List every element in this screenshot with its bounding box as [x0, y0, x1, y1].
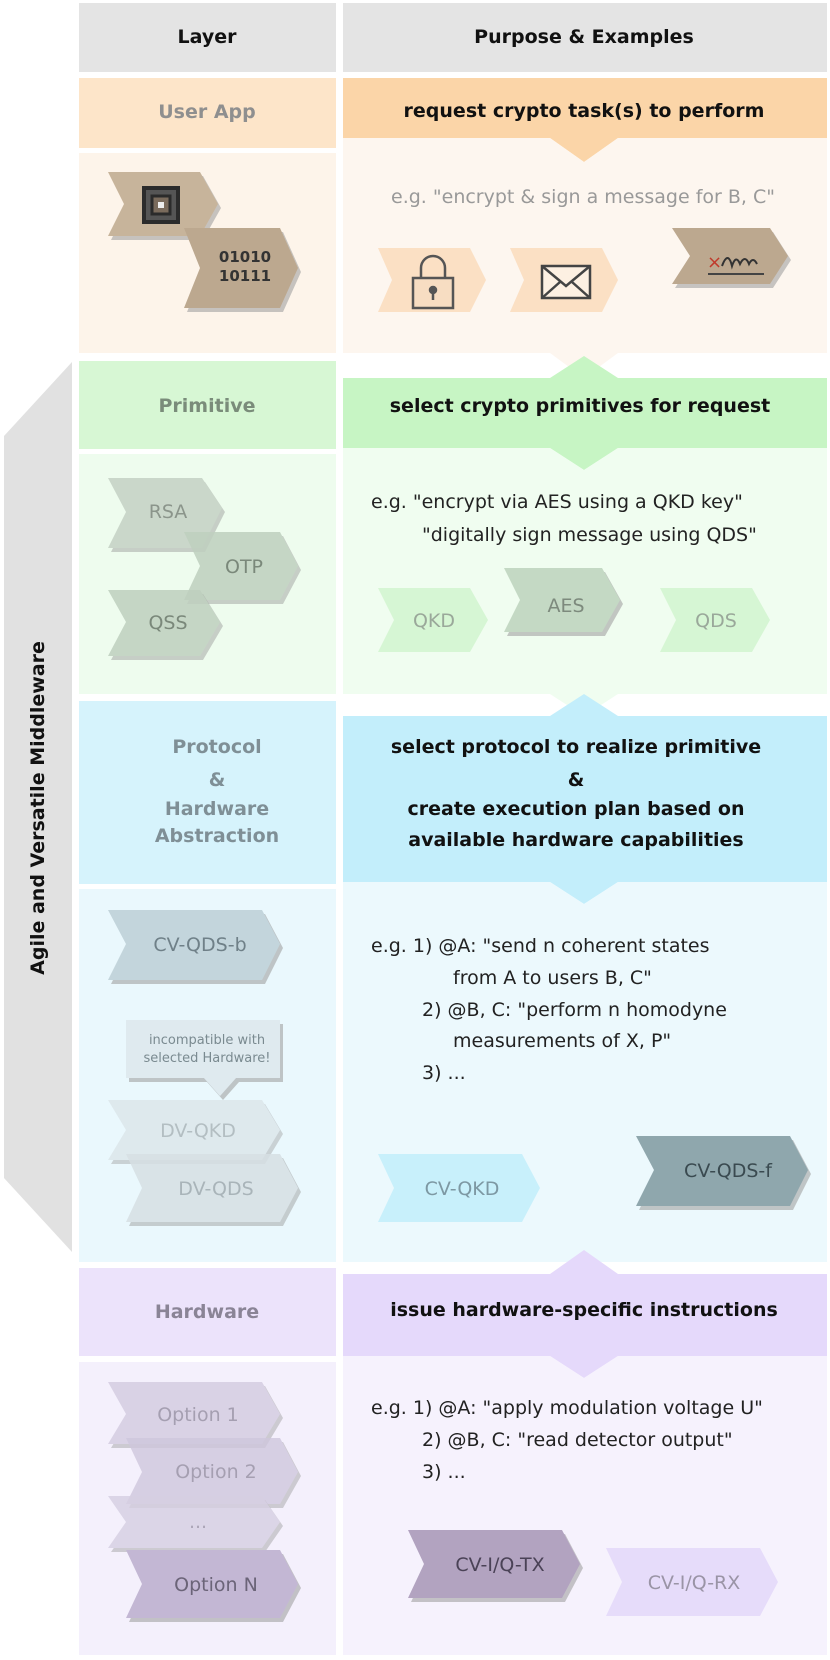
svg-text:×: × [707, 252, 722, 273]
binary-line-2: 10111 [219, 267, 271, 285]
hardware-example-3: 3) ... [422, 1461, 466, 1483]
primitive-layer-name: Primitive [159, 395, 256, 417]
selected-cv-iq-rx-tag [606, 1548, 778, 1616]
table-header [79, 3, 827, 72]
hardware-example-2: 2) @B, C: "read detector output" [422, 1429, 733, 1451]
incompatible-note [126, 1020, 280, 1096]
selected-cv-iq-tx: CV-I/Q-TX [455, 1554, 544, 1576]
protocol-example-2: from A to users B, C" [453, 967, 652, 989]
protocol-layer-name-1: Protocol [172, 736, 261, 758]
selected-cv-qds-f: CV-QDS-f [684, 1160, 773, 1182]
hardware-option-ellipsis: ... [189, 1511, 207, 1533]
protocol-example-4: measurements of X, P" [453, 1030, 671, 1052]
middleware-bracket [4, 362, 72, 1252]
protocol-purpose-3: create execution plan based on [407, 798, 744, 820]
lock-icon [411, 254, 455, 310]
incompatible-note-line-1: incompatible with [149, 1033, 265, 1048]
selected-cv-qds-f-tag [636, 1136, 808, 1206]
protocol-option-cv-qds-b: CV-QDS-b [153, 934, 246, 956]
user-app-purpose: request crypto task(s) to perform [404, 100, 765, 122]
primitive-option-rsa: RSA [149, 501, 188, 523]
binary-line-1: 01010 [219, 248, 271, 266]
signature-tag [672, 228, 788, 284]
hardware-option-n-tag [126, 1550, 298, 1618]
user-app-layer-name: User App [158, 101, 256, 123]
protocol-purpose-4: available hardware capabilities [408, 829, 744, 851]
selected-qkd: QKD [413, 610, 455, 632]
hardware-example-1: e.g. 1) @A: "apply modulation voltage U" [371, 1397, 763, 1419]
primitive-option-otp: OTP [225, 556, 263, 578]
selected-cv-qkd-tag [378, 1154, 540, 1222]
cube-icon [142, 186, 180, 224]
binary-data-tag [184, 228, 298, 308]
selected-qkd-tag [378, 588, 488, 652]
primitive-purpose: select crypto primitives for request [390, 395, 770, 417]
header-purpose: Purpose & Examples [474, 26, 694, 48]
hardware-option-2: Option 2 [175, 1461, 257, 1483]
selected-cv-iq-tx-tag [408, 1530, 580, 1598]
incompatible-note-line-2: selected Hardware! [144, 1051, 271, 1066]
protocol-option-dv-qds-tag [126, 1154, 298, 1222]
user-app-example: e.g. "encrypt & sign a message for B, C" [391, 186, 775, 208]
protocol-purpose-1: select protocol to realize primitive [391, 736, 761, 758]
protocol-example-1: e.g. 1) @A: "send n coherent states [371, 935, 710, 957]
protocol-option-cv-qds-b-tag [108, 910, 280, 980]
primitive-option-qss: QSS [148, 612, 187, 634]
protocol-purpose-2: & [568, 769, 585, 791]
protocol-option-dv-qds: DV-QDS [178, 1178, 253, 1200]
protocol-option-dv-qkd: DV-QKD [160, 1120, 236, 1142]
selected-qds-tag [660, 588, 770, 652]
envelope-icon [540, 264, 592, 300]
hardware-option-2-tag [126, 1438, 298, 1504]
selected-qds: QDS [695, 610, 737, 632]
primitive-option-otp-tag [184, 532, 298, 600]
hardware-purpose: issue hardware-specific instructions [390, 1299, 778, 1321]
protocol-layer-name-2: & [209, 769, 226, 791]
protocol-layer-name-4: Abstraction [155, 825, 279, 847]
protocol-example-3: 2) @B, C: "perform n homodyne [422, 999, 727, 1021]
selected-aes: AES [547, 595, 584, 617]
primitive-option-rsa-tag [108, 478, 222, 548]
protocol-example-5: 3) ... [422, 1062, 466, 1084]
primitive-example-2: "digitally sign message using QDS" [422, 524, 757, 546]
selected-aes-tag [504, 568, 620, 632]
hardware-option-1-tag [108, 1382, 280, 1444]
hardware-option-ellipsis-tag [108, 1496, 280, 1548]
header-layer: Layer [178, 26, 238, 48]
side-label: Agile and Versatile Middleware [27, 641, 49, 975]
hardware-layer-name: Hardware [155, 1301, 259, 1323]
signature-icon: × [707, 252, 764, 275]
protocol-layer-name-3: Hardware [165, 798, 269, 820]
selected-cv-iq-rx: CV-I/Q-RX [648, 1572, 741, 1594]
primitive-option-qss-tag [108, 590, 220, 656]
hardware-option-n: Option N [174, 1574, 258, 1596]
selected-cv-qkd: CV-QKD [425, 1178, 500, 1200]
protocol-option-dv-qkd-tag [108, 1100, 280, 1160]
primitive-example-1: e.g. "encrypt via AES using a QKD key" [371, 491, 743, 513]
hardware-option-1: Option 1 [157, 1404, 239, 1426]
